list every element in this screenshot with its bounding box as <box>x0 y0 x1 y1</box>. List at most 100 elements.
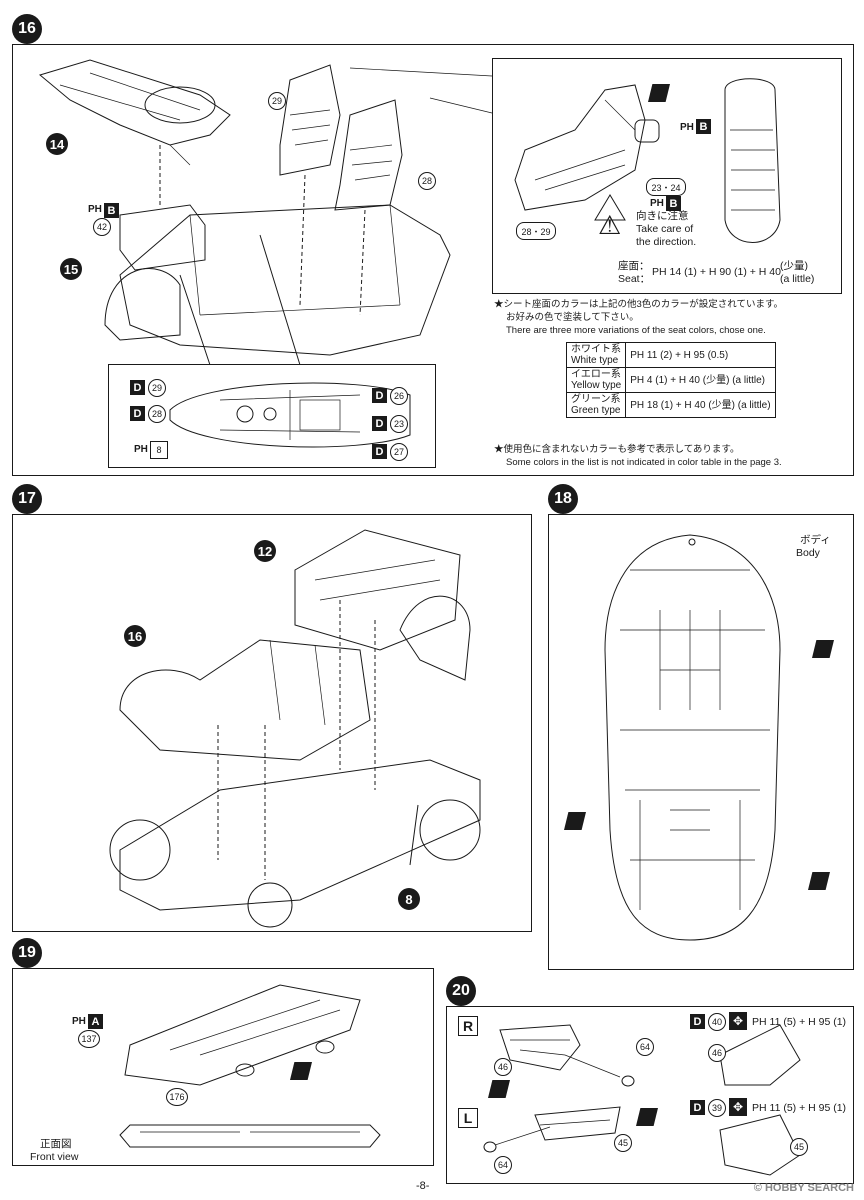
part-137-callout: 137 <box>78 1030 100 1048</box>
part-29-callout: 29 <box>268 92 286 110</box>
part-14-badge: 14 <box>46 133 68 155</box>
step-18-badge: 18 <box>548 484 578 514</box>
body-label-en: Body <box>796 547 820 559</box>
d-26-callout: 26 <box>390 387 408 405</box>
seat-formula: PH 14 (1) + H 90 (1) + H 40 <box>652 266 781 278</box>
d-box-29: D <box>130 380 145 395</box>
seat-label-en: Seat： <box>618 273 651 285</box>
page-number: -8- <box>416 1180 430 1192</box>
part-45-callout-l: 45 <box>614 1134 632 1152</box>
d-box-40: D <box>690 1014 705 1029</box>
color-b-box-42: B <box>104 203 119 218</box>
d-39-callout: 39 <box>708 1099 726 1117</box>
front-view-en: Front view <box>30 1151 79 1163</box>
seat-color-note-jp: ★シート座面のカラーは上記の他3色のカラーが設定されています。 <box>494 299 784 310</box>
seat-little-en: (a little) <box>780 273 815 285</box>
d-27-callout: 27 <box>390 443 408 461</box>
paint-formula-40: PH 11 (5) + H 95 (1) <box>752 1016 847 1028</box>
caution-en-1: Take care of <box>636 223 694 235</box>
seat-detail-lines <box>349 67 493 114</box>
cement-icon-seat <box>648 84 670 102</box>
part-45-callout-detail: 45 <box>790 1138 808 1156</box>
part-28-29-callout: 28・29 <box>516 222 556 240</box>
step-19-panel <box>12 968 434 1166</box>
color-formula: PH 18 (1) + H 40 (少量) (a little) <box>625 392 776 418</box>
part-12-badge: 12 <box>254 540 276 562</box>
seat-color-note-jp2: お好みの色で塗装して下さい。 <box>506 312 639 323</box>
seat-color-note-en: There are three more variations of the s… <box>506 325 766 336</box>
d-box-27: D <box>372 444 387 459</box>
console-detail-drawing <box>169 382 411 448</box>
part-16-badge: 16 <box>124 625 146 647</box>
step-19-wing-drawing <box>119 984 381 1148</box>
cement-icon-body-right <box>812 640 834 658</box>
part-46-callout-detail: 46 <box>708 1044 726 1062</box>
mask-paint-icon: ✥ <box>729 1012 747 1030</box>
step-18-body-drawing <box>604 534 781 941</box>
ph-label-2324-b: PH <box>650 198 664 209</box>
d-box-28: D <box>130 406 145 421</box>
color-b-box-2324: B <box>666 196 681 211</box>
part-8-badge: 8 <box>398 888 420 910</box>
ph-label-seat-b: PH <box>680 122 694 133</box>
part-15-badge: 15 <box>60 258 82 280</box>
ph-label-137: PH <box>72 1016 86 1027</box>
cement-icon-mirror-r <box>488 1080 510 1098</box>
front-view-jp: 正面図 <box>40 1138 72 1150</box>
paint-formula-39: PH 11 (5) + H 95 (1) <box>752 1102 847 1114</box>
d-28-callout: 28 <box>148 405 166 423</box>
step-17-assembly-drawing <box>109 529 481 928</box>
step-18-panel <box>548 514 854 970</box>
cement-icon-wing <box>290 1062 312 1080</box>
step-20-badge: 20 <box>446 976 476 1006</box>
part-28-callout: 28 <box>418 172 436 190</box>
cement-icon-body-left <box>564 812 586 830</box>
step-17-panel <box>12 514 532 932</box>
d-box-23: D <box>372 416 387 431</box>
caution-en-2: the direction. <box>636 236 697 248</box>
color-list-note-en: Some colors in the list is not indicated… <box>506 457 782 468</box>
part-64-callout-l: 64 <box>494 1156 512 1174</box>
d-40-callout: 40 <box>708 1013 726 1031</box>
step-20-mirror-drawing <box>483 1024 801 1176</box>
color-formula: PH 4 (1) + H 40 (少量) (a little) <box>625 367 776 393</box>
d-box-39: D <box>690 1100 705 1115</box>
step-16-badge: 16 <box>12 14 42 44</box>
seat-little-jp: (少量) <box>780 260 808 272</box>
caution-jp: 向きに注意 <box>636 210 689 222</box>
ph-8-callout: 8 <box>150 441 168 459</box>
part-42-callout: 42 <box>93 218 111 236</box>
cement-icon-mirror-l <box>636 1108 658 1126</box>
part-23-24-callout: 23・24 <box>646 178 686 196</box>
right-side-label: R <box>458 1016 478 1036</box>
seat-detail-panel <box>492 58 842 294</box>
watermark: © HOBBY SEARCH <box>753 1182 854 1194</box>
part-176-callout: 176 <box>166 1088 188 1106</box>
d-23-callout: 23 <box>390 415 408 433</box>
part-64-callout-r: 64 <box>636 1038 654 1056</box>
color-formula: PH 11 (2) + H 95 (0.5) <box>625 342 776 368</box>
color-b-box-seat: B <box>696 119 711 134</box>
seat-detail-drawing <box>514 78 781 243</box>
step-16-assembly-drawing <box>38 59 451 366</box>
d-29-callout: 29 <box>148 379 166 397</box>
step-19-badge: 19 <box>12 938 42 968</box>
mask-paint-icon: ✥ <box>729 1098 747 1116</box>
body-label-jp: ボディ <box>800 534 831 546</box>
d-box-26: D <box>372 388 387 403</box>
part-46-callout-r: 46 <box>494 1058 512 1076</box>
color-list-note-jp: ★使用色に含まれないカラーも参考で表示してあります。 <box>494 444 740 455</box>
warning-triangle-icon: ⚠ <box>598 210 622 240</box>
left-side-label: L <box>458 1108 478 1128</box>
cement-icon-body-bottom <box>808 872 830 890</box>
color-a-box: A <box>88 1014 103 1029</box>
step-17-badge: 17 <box>12 484 42 514</box>
ph-label-42: PH <box>88 204 102 215</box>
